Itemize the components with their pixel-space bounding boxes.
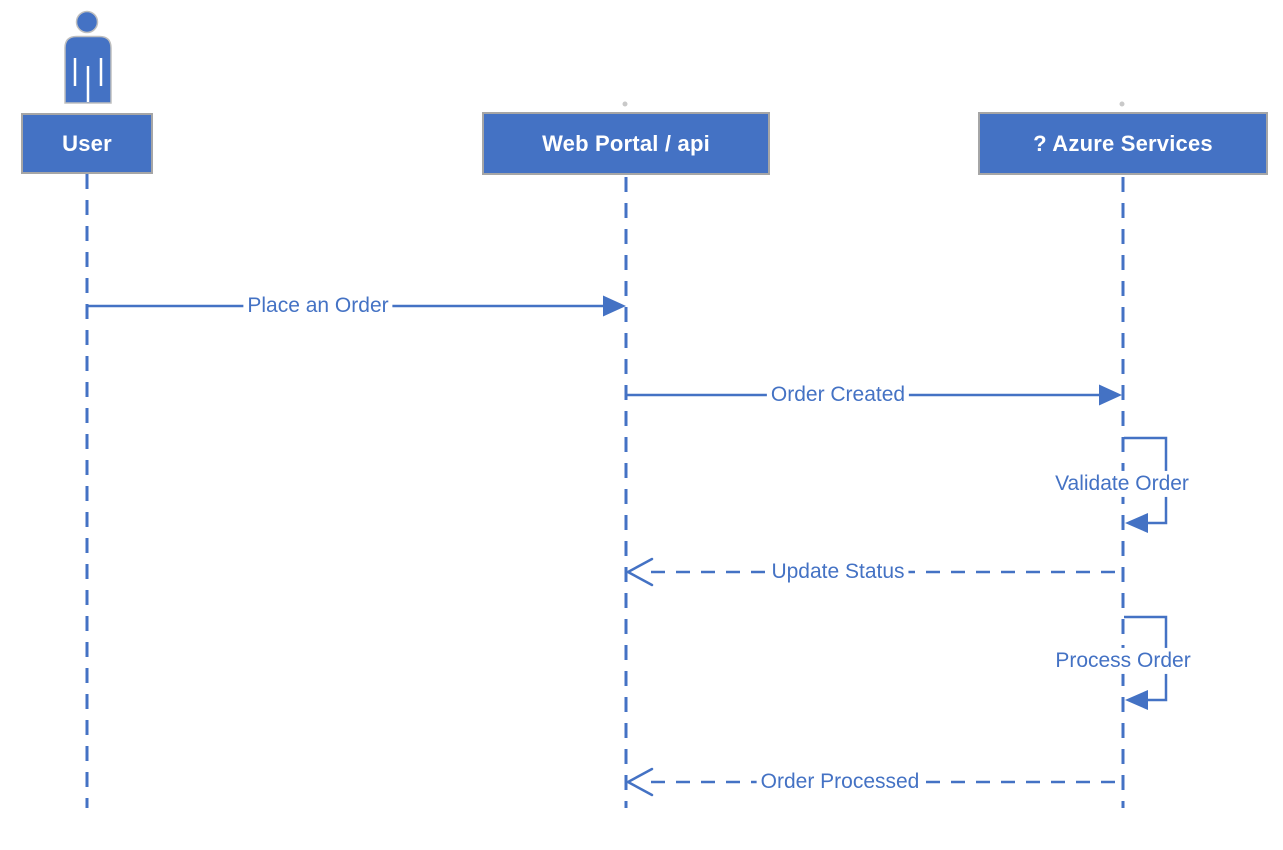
- participant-label: User: [62, 130, 112, 156]
- participant-box-web-portal: Web Portal / api: [482, 112, 770, 175]
- participant-box-azure-services: ? Azure Services: [978, 112, 1268, 175]
- participant-box-user: User: [21, 113, 153, 174]
- message-label-process-order: Process Order: [1051, 647, 1195, 675]
- message-label-update-status: Update Status: [767, 558, 909, 586]
- message-label-order-created: Order Created: [766, 381, 910, 409]
- connection-dot: [622, 101, 628, 107]
- message-label-order-processed: Order Processed: [756, 768, 924, 796]
- message-label-validate-order: Validate Order: [1051, 470, 1193, 498]
- connection-dot: [1119, 101, 1125, 107]
- participant-label: Web Portal / api: [542, 130, 710, 156]
- participant-label: ? Azure Services: [1033, 130, 1213, 156]
- person-icon: [64, 10, 112, 104]
- message-label-place-an-order: Place an Order: [243, 292, 393, 320]
